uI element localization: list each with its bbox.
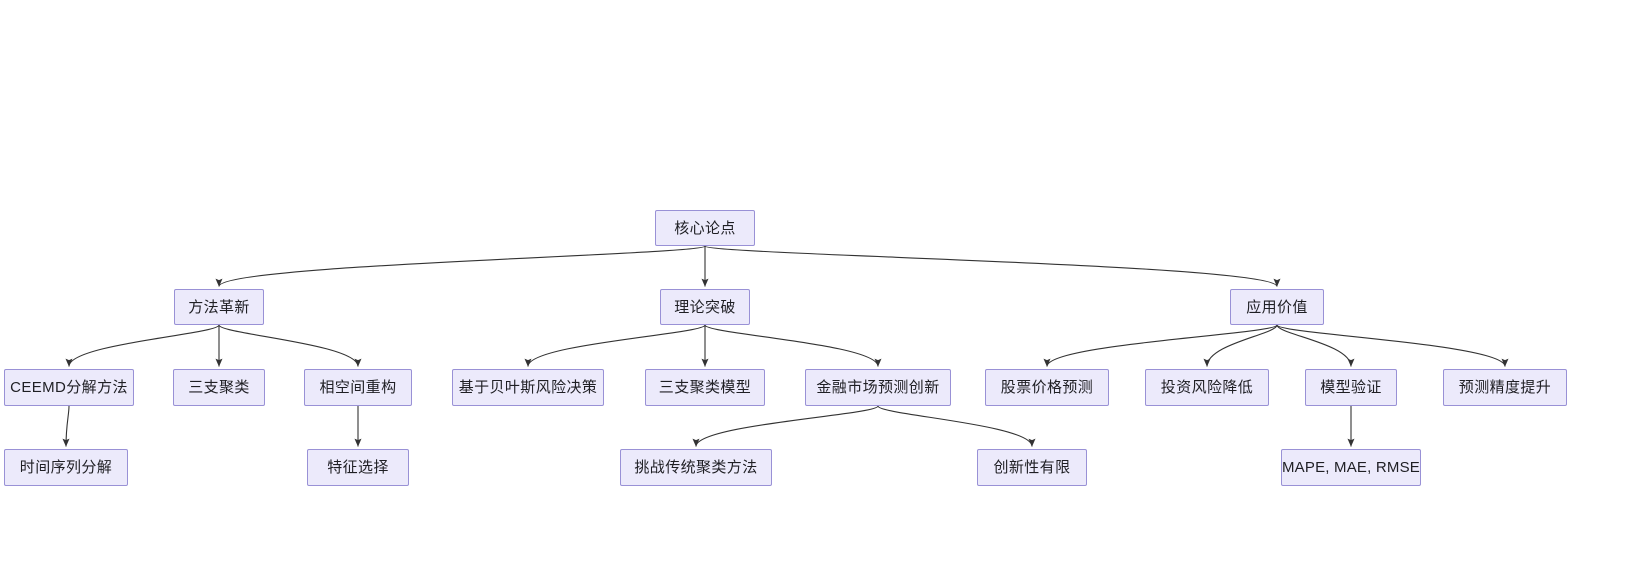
edge-m1-to-c1 xyxy=(65,324,220,367)
node-c4[interactable]: 基于贝叶斯风险决策 xyxy=(452,369,604,406)
node-d3[interactable]: 挑战传统聚类方法 xyxy=(620,449,772,486)
node-label: 投资风险降低 xyxy=(1160,379,1254,396)
edge-root-to-m1 xyxy=(215,245,706,287)
node-root[interactable]: 核心论点 xyxy=(655,210,755,246)
node-label: 三支聚类 xyxy=(188,379,250,396)
edge-m3-to-c8 xyxy=(1203,324,1278,367)
node-label: 核心论点 xyxy=(674,219,736,237)
node-c2[interactable]: 三支聚类 xyxy=(173,369,265,406)
node-c3[interactable]: 相空间重构 xyxy=(304,369,412,406)
edge-c6-to-d3 xyxy=(692,405,879,447)
node-m3[interactable]: 应用价值 xyxy=(1230,289,1324,325)
node-c1[interactable]: CEEMD分解方法 xyxy=(4,369,134,406)
node-c9[interactable]: 模型验证 xyxy=(1305,369,1397,406)
node-label: 相空间重构 xyxy=(319,379,397,396)
node-label: 预测精度提升 xyxy=(1458,379,1552,396)
node-c7[interactable]: 股票价格预测 xyxy=(985,369,1109,406)
node-d1[interactable]: 时间序列分解 xyxy=(4,449,128,486)
node-label: 理论突破 xyxy=(674,298,736,316)
edges-group xyxy=(62,245,1509,447)
node-label: 特征选择 xyxy=(327,459,389,476)
edge-m2-to-c4 xyxy=(524,324,706,367)
node-label: 股票价格预测 xyxy=(1000,379,1094,396)
node-label: 时间序列分解 xyxy=(19,459,113,476)
node-d5[interactable]: MAPE, MAE, RMSE xyxy=(1281,449,1421,486)
node-c6[interactable]: 金融市场预测创新 xyxy=(805,369,951,406)
node-m1[interactable]: 方法革新 xyxy=(174,289,264,325)
edge-m3-to-c7 xyxy=(1043,324,1278,367)
edge-c1-to-d1 xyxy=(62,405,70,447)
node-label: 三支聚类模型 xyxy=(658,379,752,396)
node-c8[interactable]: 投资风险降低 xyxy=(1145,369,1269,406)
node-label: 基于贝叶斯风险决策 xyxy=(458,379,598,396)
node-label: 创新性有限 xyxy=(993,459,1071,476)
edge-m1-to-c3 xyxy=(218,324,362,367)
node-label: MAPE, MAE, RMSE xyxy=(1281,459,1421,476)
node-label: 应用价值 xyxy=(1246,298,1308,316)
node-c10[interactable]: 预测精度提升 xyxy=(1443,369,1567,406)
node-label: 金融市场预测创新 xyxy=(816,379,940,396)
node-m2[interactable]: 理论突破 xyxy=(660,289,750,325)
node-label: 方法革新 xyxy=(188,298,250,316)
node-label: 模型验证 xyxy=(1320,379,1382,396)
edge-m2-to-c6 xyxy=(704,324,882,367)
node-label: 挑战传统聚类方法 xyxy=(634,459,758,476)
edge-c6-to-d4 xyxy=(877,405,1036,447)
node-d2[interactable]: 特征选择 xyxy=(307,449,409,486)
edge-root-to-m3 xyxy=(704,245,1281,287)
node-c5[interactable]: 三支聚类模型 xyxy=(645,369,765,406)
edge-m3-to-c10 xyxy=(1276,324,1509,367)
node-label: CEEMD分解方法 xyxy=(10,379,128,396)
node-d4[interactable]: 创新性有限 xyxy=(977,449,1087,486)
edge-m3-to-c9 xyxy=(1276,324,1355,367)
